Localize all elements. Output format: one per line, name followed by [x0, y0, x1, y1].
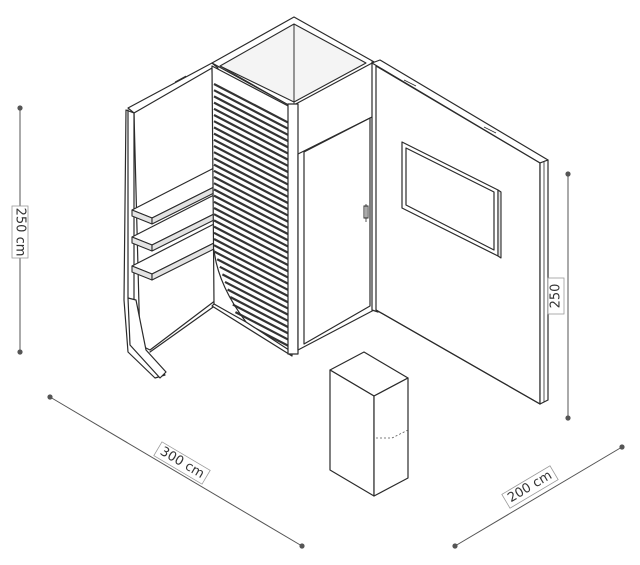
slat: [213, 120, 292, 163]
slat: [213, 219, 292, 262]
slat: [213, 114, 292, 157]
label-height-right: 250: [549, 284, 564, 309]
slat: [213, 95, 292, 138]
wall-screen: [401, 141, 502, 259]
label-height-left: 250 cm: [13, 208, 28, 257]
slat: [213, 126, 292, 169]
slat: [213, 89, 292, 132]
slat: [213, 188, 292, 231]
slatwall-panel: [211, 65, 293, 357]
counter-plinth: [329, 351, 409, 497]
slat: [213, 101, 292, 144]
dimension-height-right: 250: [547, 171, 571, 421]
label-depth-side: 200 cm: [505, 468, 555, 506]
slat: [213, 200, 292, 243]
slat: [224, 280, 292, 318]
dimension-width-front: 300 cm: [47, 394, 305, 549]
slat: [213, 83, 292, 126]
slat: [229, 296, 292, 330]
slat: [213, 244, 292, 287]
slat: [213, 157, 292, 200]
slat: [213, 238, 292, 281]
slat: [234, 311, 292, 343]
slat: [213, 107, 292, 150]
slat: [213, 207, 292, 250]
slat: [221, 273, 292, 312]
dimension-depth-side: 200 cm: [452, 444, 625, 549]
dimension-height-left: 250 cm: [11, 105, 29, 355]
slat: [213, 145, 292, 188]
slat: [213, 151, 292, 194]
slat: [213, 138, 292, 181]
slat: [213, 231, 292, 274]
slat: [227, 288, 292, 324]
slatwall-slats: [213, 83, 292, 349]
slat: [213, 194, 292, 237]
slat: [213, 213, 292, 256]
slat: [219, 265, 292, 305]
slat: [213, 176, 292, 219]
label-width-front: 300 cm: [157, 444, 207, 482]
slat: [214, 250, 292, 293]
slat: [213, 182, 292, 225]
slat: [213, 163, 292, 206]
slat: [216, 258, 292, 299]
slat: [232, 303, 292, 336]
slat: [213, 169, 292, 212]
slat: [213, 225, 292, 268]
storage-room: [211, 16, 379, 355]
slat: [213, 132, 292, 175]
